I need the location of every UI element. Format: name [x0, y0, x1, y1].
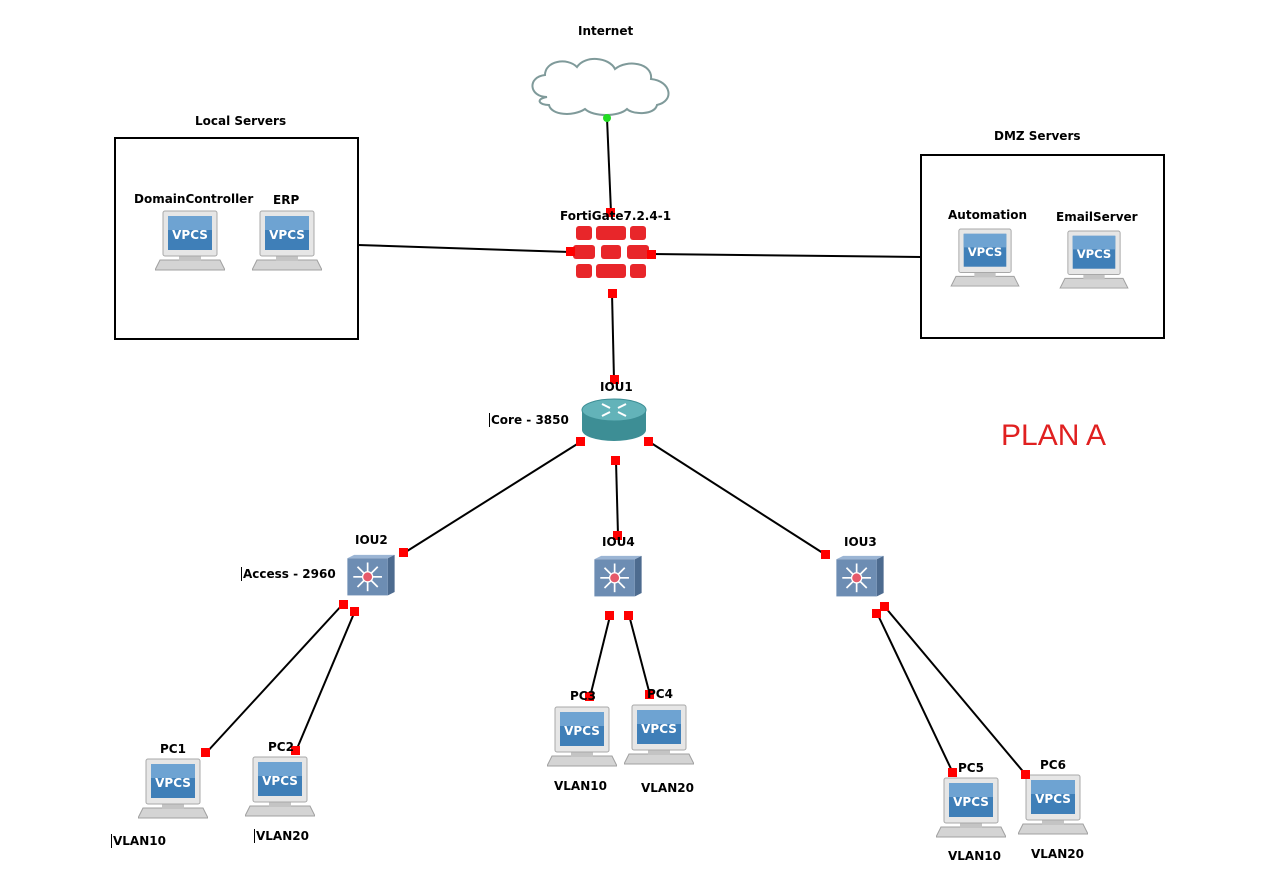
plan-title: PLAN A [1001, 419, 1107, 452]
port-iou3-up[interactable] [821, 550, 830, 559]
switch-iou2-icon[interactable] [346, 553, 396, 597]
vpcs-pc3-icon[interactable] [547, 706, 617, 767]
vpcs-pc4-icon[interactable] [624, 704, 694, 765]
local-servers-box [114, 137, 359, 340]
erp-label[interactable]: ERP [273, 193, 300, 207]
port-iou1-right[interactable] [644, 437, 653, 446]
port-iou4-pc3[interactable] [605, 611, 614, 620]
port-pc4[interactable] [645, 690, 654, 699]
pc4-label[interactable]: PC4 [647, 687, 673, 701]
vpcs-pc2-icon[interactable] [245, 756, 315, 817]
port-pc5[interactable] [948, 768, 957, 777]
link-fortigate-dmz[interactable] [651, 253, 922, 258]
vpcs-automation-icon[interactable] [950, 228, 1020, 287]
pc2-label[interactable]: PC2 [268, 740, 294, 754]
dmz-servers-title: DMZ Servers [994, 129, 1081, 143]
link-iou2-pc1[interactable] [205, 603, 344, 754]
port-iou2-up[interactable] [399, 548, 408, 557]
vpcs-pc5-icon[interactable] [936, 777, 1006, 838]
vpcs-pc6-icon[interactable] [1018, 774, 1088, 835]
port-pc3[interactable] [585, 692, 594, 701]
cloud-icon[interactable] [531, 58, 670, 116]
port-internet-up[interactable] [603, 114, 611, 122]
link-internet-fortigate[interactable] [606, 117, 612, 213]
port-pc6[interactable] [1021, 770, 1030, 779]
link-iou3-pc6[interactable] [884, 606, 1027, 776]
link-iou1-iou2[interactable] [403, 440, 583, 554]
port-iou4-pc4[interactable] [624, 611, 633, 620]
link-iou1-iou4[interactable] [615, 460, 619, 536]
internet-label: Internet [578, 24, 634, 38]
iou3-label[interactable]: IOU3 [844, 535, 877, 549]
port-fg-left[interactable] [566, 247, 575, 256]
port-pc2[interactable] [291, 746, 300, 755]
link-fortigate-iou1[interactable] [611, 292, 615, 381]
port-iou1-bottom[interactable] [611, 456, 620, 465]
link-iou2-pc2[interactable] [295, 610, 356, 752]
port-iou4-up[interactable] [613, 531, 622, 540]
automation-label[interactable]: Automation [948, 208, 1028, 222]
pc1-vlan-note[interactable]: VLAN10 [111, 834, 166, 848]
email-label[interactable]: EmailServer [1056, 210, 1138, 224]
firewall-icon[interactable] [573, 226, 649, 278]
pc3-label[interactable]: PC3 [570, 689, 596, 703]
port-fg-top[interactable] [606, 208, 615, 217]
link-iou4-pc3[interactable] [589, 615, 611, 698]
router-icon[interactable] [581, 398, 647, 441]
link-iou3-pc5[interactable] [876, 612, 954, 774]
iou2-label[interactable]: IOU2 [355, 533, 388, 547]
port-iou3-pc6[interactable] [880, 602, 889, 611]
pc4-vlan-note[interactable]: VLAN20 [641, 781, 694, 795]
vpcs-pc1-icon[interactable] [138, 758, 208, 819]
switch-iou4-icon[interactable] [593, 554, 643, 598]
dmz-servers-box [920, 154, 1165, 339]
iou1-label[interactable]: IOU1 [600, 380, 633, 394]
port-iou1-top[interactable] [610, 375, 619, 384]
port-iou2-pc2[interactable] [350, 607, 359, 616]
pc6-label[interactable]: PC6 [1040, 758, 1066, 772]
port-fg-right[interactable] [647, 250, 656, 259]
pc3-vlan-note[interactable]: VLAN10 [554, 779, 607, 793]
pc5-vlan-note[interactable]: VLAN10 [948, 849, 1001, 863]
vpcs-dc-icon[interactable] [155, 210, 225, 271]
link-iou1-iou3[interactable] [647, 440, 827, 556]
port-iou1-left[interactable] [576, 437, 585, 446]
pc2-vlan-note[interactable]: VLAN20 [254, 829, 309, 843]
iou4-label[interactable]: IOU4 [602, 535, 635, 549]
link-iou4-pc4[interactable] [628, 614, 651, 696]
port-iou2-pc1[interactable] [339, 600, 348, 609]
links-layer [205, 117, 1027, 776]
pc1-label[interactable]: PC1 [160, 742, 186, 756]
local-servers-title: Local Servers [195, 114, 287, 128]
switch-iou3-icon[interactable] [835, 554, 885, 598]
dc-label[interactable]: DomainController [134, 192, 254, 206]
access-note[interactable]: Access - 2960 [241, 567, 336, 581]
fortigate-label[interactable]: FortiGate7.2.4-1 [560, 209, 672, 223]
port-indicators [201, 114, 1030, 779]
port-pc1[interactable] [201, 748, 210, 757]
core-note[interactable]: Core - 3850 [489, 413, 569, 427]
pc6-vlan-note[interactable]: VLAN20 [1031, 847, 1084, 861]
port-fg-bottom[interactable] [608, 289, 617, 298]
vpcs-erp-icon[interactable] [252, 210, 322, 271]
pc5-label[interactable]: PC5 [958, 761, 984, 775]
vpcs-email-icon[interactable] [1059, 230, 1129, 289]
link-fortigate-local[interactable] [357, 244, 571, 253]
port-iou3-pc5[interactable] [872, 609, 881, 618]
